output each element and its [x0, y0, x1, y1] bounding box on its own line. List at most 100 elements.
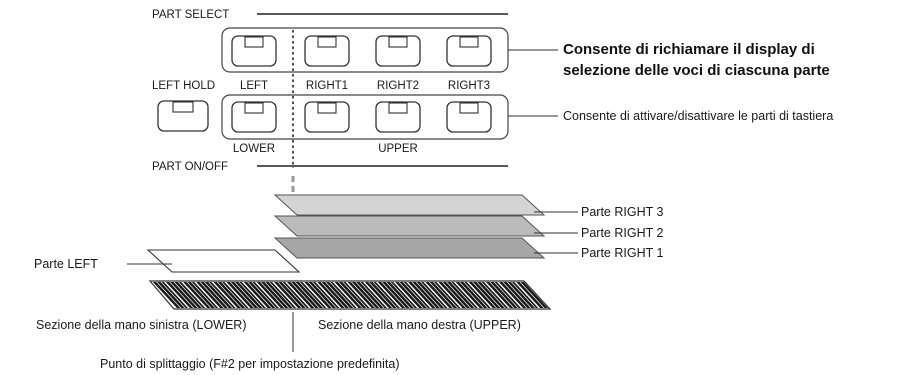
keyboard-key — [360, 282, 387, 308]
keyboard-key — [330, 282, 357, 308]
keyboard-key — [416, 282, 445, 308]
select-button-right2[interactable] — [375, 35, 421, 67]
keyboard-key — [321, 282, 349, 308]
keyboard-key — [373, 282, 400, 308]
keyboard-key — [447, 282, 475, 308]
keyboard-key — [209, 282, 236, 308]
keyboard-key — [213, 282, 241, 308]
keyboard-key — [399, 282, 427, 308]
keyboard-key — [369, 282, 397, 308]
keyboard-key — [429, 282, 458, 308]
keyboard-key — [481, 282, 509, 308]
keyboard-key — [256, 282, 285, 308]
keyboard-key — [265, 282, 293, 308]
keyboard-key — [477, 282, 505, 308]
keyboard-key — [347, 282, 375, 308]
button-label-right3: RIGHT3 — [448, 80, 490, 92]
keyboard-key — [408, 282, 436, 308]
keyboard-key — [325, 282, 354, 308]
keyboard-key — [243, 282, 272, 308]
select-button-left[interactable] — [231, 35, 277, 67]
keyboard-key — [494, 282, 521, 308]
keyboard-key — [395, 282, 423, 308]
layer-label-right3: Parte RIGHT 3 — [581, 205, 663, 219]
select-button-right3[interactable] — [446, 35, 492, 67]
keyboard-key — [386, 282, 414, 308]
keyboard-key — [317, 282, 345, 308]
keyboard-key — [442, 282, 471, 308]
keyboard-key — [286, 282, 315, 308]
keyboard-key — [204, 282, 233, 308]
onoff-button-right1[interactable] — [304, 101, 350, 133]
keyboard-key — [226, 282, 254, 308]
keyboard-key — [472, 282, 501, 308]
lower-section-label: Sezione della mano sinistra (LOWER) — [36, 318, 247, 332]
keyboard-key — [312, 282, 340, 308]
onoff-callout: Consente di attivare/disattivare le part… — [563, 109, 833, 123]
select-button-right1[interactable] — [304, 35, 350, 67]
lower-label: LOWER — [233, 143, 275, 155]
keyboard-key — [295, 282, 324, 308]
keyboard-key — [174, 282, 202, 308]
keyboard-key — [187, 282, 215, 308]
button-label-right2: RIGHT2 — [377, 80, 419, 92]
keyboard-key — [183, 282, 211, 308]
keyboard-key — [200, 282, 228, 308]
keyboard-key — [191, 282, 219, 308]
keyboard-key — [269, 282, 297, 308]
left-hold-label: LEFT HOLD — [152, 80, 215, 92]
keyboard-key — [438, 282, 466, 308]
keyboard-key — [299, 282, 327, 308]
keyboard-key — [278, 282, 306, 308]
left-hold-button[interactable] — [157, 100, 209, 132]
keyboard-key — [196, 282, 224, 308]
keyboard-key — [403, 282, 431, 308]
keyboard-key — [455, 282, 484, 308]
keyboard-key — [165, 282, 194, 308]
keyboard-key — [507, 282, 535, 308]
part-on-off-group — [221, 94, 509, 140]
split-point-label: Punto di splittaggio (F#2 per impostazio… — [100, 357, 399, 371]
layer-right1 — [273, 237, 546, 259]
keyboard-key — [364, 282, 393, 308]
keyboard-key — [377, 282, 406, 308]
keyboard-key — [516, 282, 544, 308]
keyboard-key — [161, 282, 188, 308]
onoff-button-left[interactable] — [231, 101, 277, 133]
keyboard-key — [520, 282, 548, 308]
keyboard-key — [412, 282, 440, 308]
layer-right3 — [273, 194, 546, 216]
layer-right2 — [273, 215, 546, 237]
keyboard-key — [338, 282, 367, 308]
keyboard-key — [274, 282, 302, 308]
keyboard-key — [152, 282, 181, 308]
keyboard-key — [421, 282, 448, 308]
part-select-label: PART SELECT — [152, 9, 229, 21]
onoff-button-right3[interactable] — [446, 101, 492, 133]
keyboard-key — [170, 282, 198, 308]
keyboard-key — [248, 282, 276, 308]
keyboard-key — [282, 282, 310, 308]
button-label-right1: RIGHT1 — [306, 80, 348, 92]
keyboard-key — [222, 282, 249, 308]
keyboard-key — [390, 282, 418, 308]
keyboard-key — [261, 282, 289, 308]
select-callout-line1: Consente di richiamare il display di — [563, 41, 815, 58]
keyboard-key — [217, 282, 246, 308]
keyboard-key — [485, 282, 514, 308]
keyboard-key — [291, 282, 319, 308]
keyboard-key — [230, 282, 259, 308]
keyboard-key — [382, 282, 410, 308]
keyboard-key — [308, 282, 336, 308]
keyboard-key — [343, 282, 370, 308]
keyboard-key — [178, 282, 206, 308]
keyboard-key — [464, 282, 491, 308]
onoff-button-right2[interactable] — [375, 101, 421, 133]
layer-label-right1: Parte RIGHT 1 — [581, 246, 663, 260]
keyboard-key — [451, 282, 478, 308]
keyboard-key — [157, 282, 185, 308]
keyboard-key — [503, 282, 531, 308]
keyboard-key — [235, 282, 263, 308]
keyboard-key — [304, 282, 332, 308]
